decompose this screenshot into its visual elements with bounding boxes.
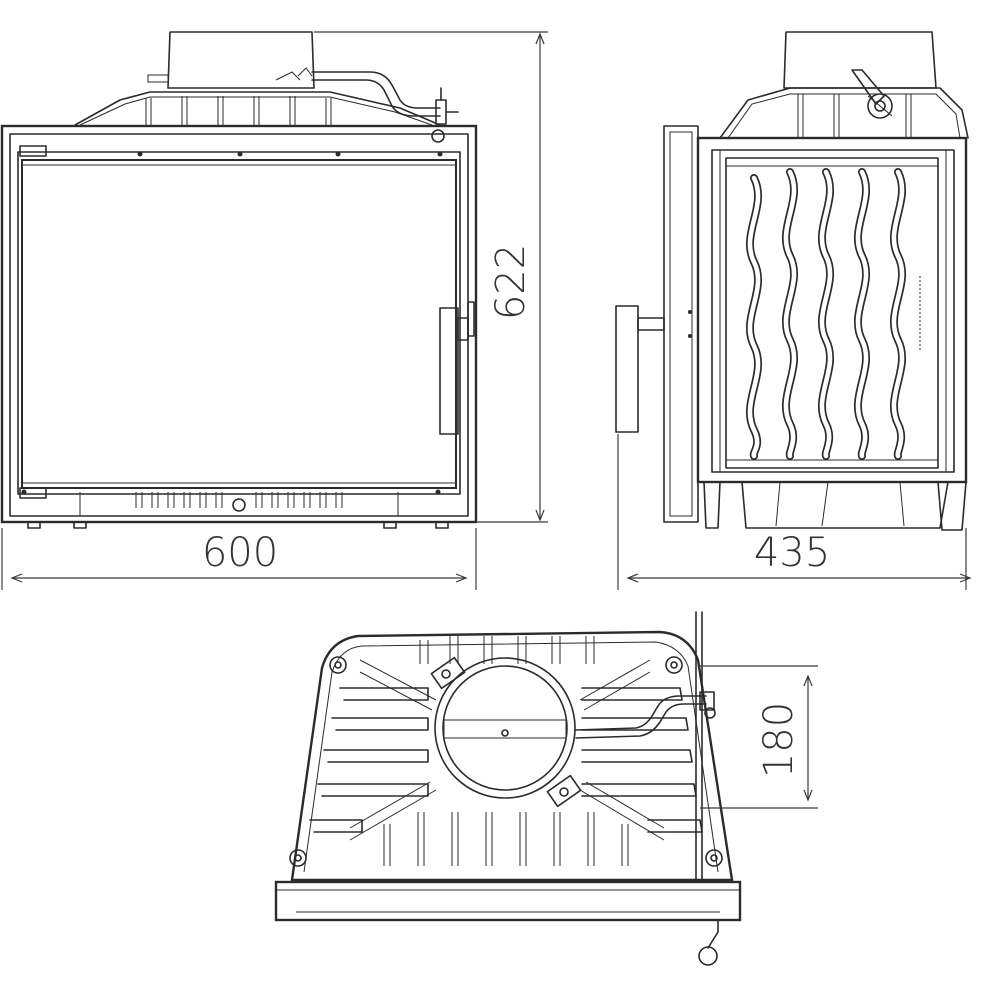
dimension-lines-top xyxy=(700,665,818,809)
width-dimension-label: 600 xyxy=(202,530,278,576)
flue-dimension-label: 180 xyxy=(756,702,802,778)
depth-dimension-label: 435 xyxy=(754,530,830,576)
dimension-lines-side xyxy=(617,434,972,590)
top-view xyxy=(274,611,742,966)
side-view xyxy=(615,31,969,531)
dimension-lines-front xyxy=(1,31,548,590)
side-wave-fins xyxy=(746,168,906,460)
top-view-fins-top xyxy=(419,636,595,664)
height-dimension-label: 622 xyxy=(488,244,534,320)
top-view-fins-bottom xyxy=(383,812,629,866)
front-top-ribs xyxy=(145,96,332,125)
flue-inner-ring xyxy=(442,665,568,791)
top-view-fins-left xyxy=(309,687,429,833)
front-air-grille xyxy=(135,492,343,512)
flue-outer-ring xyxy=(434,657,576,799)
top-view-fins-right xyxy=(581,687,703,833)
front-view xyxy=(0,31,478,529)
